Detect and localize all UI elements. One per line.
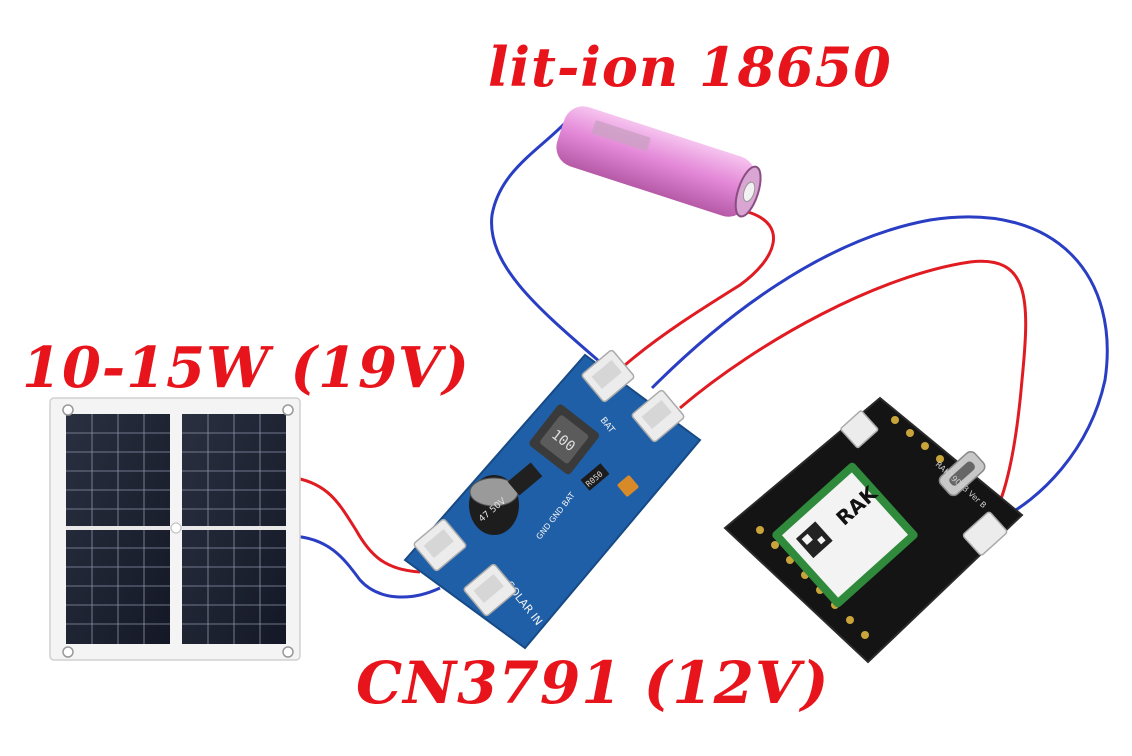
charger-solar-connector xyxy=(413,518,467,572)
solar-panel-mount-hole xyxy=(62,646,74,658)
wires xyxy=(291,118,1109,599)
solar-panel-mount-hole xyxy=(282,646,294,658)
charger-inductor: 100 xyxy=(529,404,600,475)
cn3791-charger-board: 100 47 50V R050 SOLAR IN GND GND BAT BAT xyxy=(403,349,702,650)
rak-qr-code xyxy=(795,521,833,559)
charger-led xyxy=(617,475,639,497)
rak-usb-c-port xyxy=(938,451,986,497)
solar-panel-mount-hole xyxy=(170,522,182,534)
solar-panel-label: 10-15W (19V) xyxy=(22,335,470,401)
charger-capacitor: 47 50V xyxy=(469,475,519,535)
output-blue-wire xyxy=(650,215,1109,522)
output-red-wire xyxy=(679,259,1028,523)
rak-power-connector xyxy=(962,511,1008,556)
battery-label-print xyxy=(591,120,651,151)
battery-label: lit-ion 18650 xyxy=(488,35,892,99)
charger-output-connector xyxy=(631,389,685,443)
charger-ic xyxy=(507,462,543,496)
charger-resistor xyxy=(580,463,610,491)
li-ion-18650-battery xyxy=(556,106,762,218)
solar-blue-wire xyxy=(291,534,441,599)
solar-red-wire xyxy=(295,476,421,574)
battery-blue-wire xyxy=(490,118,601,364)
solar-panel xyxy=(49,397,301,661)
charger-pcb xyxy=(403,353,702,650)
solar-panel-mount-hole xyxy=(282,404,294,416)
rak-core-module: RAK xyxy=(772,462,918,608)
rak19003-module: RAK RAK19003 Ver B xyxy=(723,396,1024,664)
solar-panel-mount-hole xyxy=(62,404,74,416)
battery-red-wire xyxy=(624,210,775,367)
battery-body xyxy=(556,106,756,217)
charger-label: CN3791 (12V) xyxy=(356,649,830,717)
charger-battery-connector xyxy=(581,349,635,403)
battery-terminal-cap xyxy=(742,181,756,202)
charger-solar-connector-2 xyxy=(463,563,517,617)
rak-top-connector xyxy=(840,410,879,449)
